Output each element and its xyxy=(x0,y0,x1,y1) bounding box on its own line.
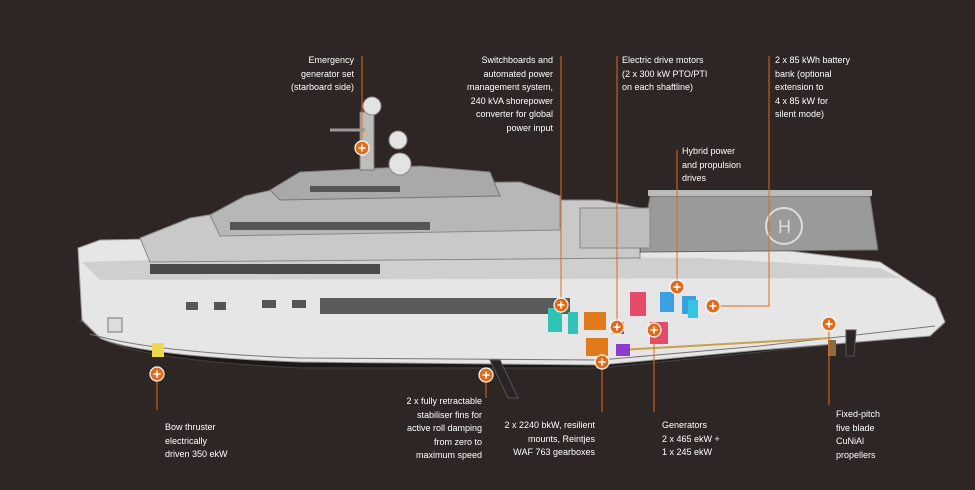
helideck xyxy=(639,195,879,253)
marker-propellers xyxy=(821,316,837,332)
marker-gearboxes xyxy=(594,354,610,370)
callout-battery-bank: 2 x 85 kWh battery bank (optional extens… xyxy=(775,55,851,119)
markers xyxy=(149,140,837,383)
marker-fins xyxy=(478,367,494,383)
drive-motor-unit-2 xyxy=(616,344,630,356)
callout-bow-thruster: Bow thruster electrically driven 350 ekW xyxy=(165,422,228,459)
radome-3 xyxy=(388,152,412,176)
bow-thruster-unit xyxy=(152,343,164,357)
switchboard-unit-2 xyxy=(568,312,578,334)
shaftline xyxy=(619,337,831,351)
marker-emergency xyxy=(354,140,370,156)
switchboard-unit xyxy=(548,308,562,332)
callout-stabiliser-fins: 2 x fully retractable stabiliser fins fo… xyxy=(406,396,482,460)
window-band-4 xyxy=(310,186,400,192)
leader-battery xyxy=(713,56,770,307)
portholes xyxy=(107,300,306,333)
rudder xyxy=(845,329,857,357)
callout-emergency-generator: Emergency generator set (starboard side) xyxy=(290,55,354,92)
stabiliser-fin xyxy=(489,359,519,399)
battery-unit xyxy=(688,300,698,318)
generator-unit xyxy=(630,292,646,316)
propeller xyxy=(828,340,836,356)
aft-deck xyxy=(579,207,651,249)
callout-propellers: Fixed-pitch five blade CuNiAl propellers xyxy=(836,409,881,460)
marker-battery xyxy=(705,298,721,314)
marker-hybrid xyxy=(669,279,685,295)
gearbox-unit xyxy=(584,312,606,330)
window-band-1 xyxy=(150,264,380,274)
callout-gearboxes: 2 x 2240 bkW, resilient mounts, Reintjes… xyxy=(504,420,595,457)
callout-hybrid-power: Hybrid power and propulsion drives xyxy=(682,146,742,183)
helipad-circle xyxy=(765,207,803,245)
machinery xyxy=(152,292,698,357)
callout-generators: Generators 2 x 465 ekW + 1 x 245 ekW xyxy=(662,420,720,457)
marker-drive-motors xyxy=(609,319,625,335)
hybrid-drive-unit xyxy=(660,292,674,312)
helideck-rail xyxy=(648,190,872,196)
radome-1 xyxy=(362,96,382,116)
marker-bow xyxy=(149,366,165,382)
sun-deck xyxy=(269,165,501,201)
leader-lines xyxy=(156,56,830,412)
window-band-3 xyxy=(230,222,430,230)
marker-generators xyxy=(646,322,662,338)
radome-2 xyxy=(388,130,408,150)
callout-electric-drive-motors: Electric drive motors (2 x 300 kW PTO/PT… xyxy=(622,55,708,92)
marker-switchboards xyxy=(553,297,569,313)
window-band-2 xyxy=(320,298,570,314)
boot-line xyxy=(89,325,936,361)
gearbox-unit-2 xyxy=(586,338,608,356)
helipad-h: H xyxy=(778,217,791,237)
callout-switchboards: Switchboards and automated power managem… xyxy=(466,55,553,133)
